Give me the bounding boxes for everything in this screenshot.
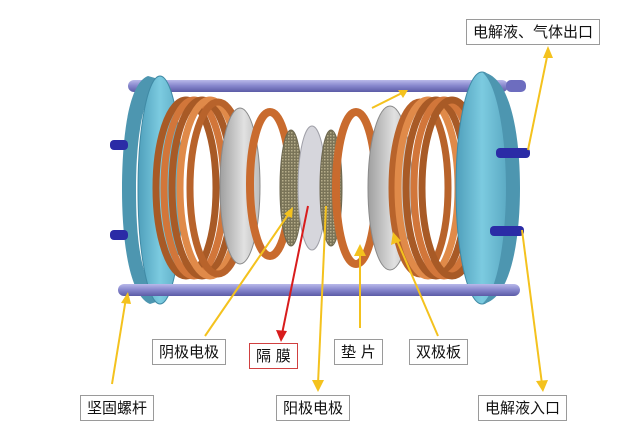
inlet-port [490, 226, 524, 236]
anode-label: 阳极电极 [276, 395, 351, 421]
diaphragm-arrow [276, 330, 287, 342]
top-rod [128, 80, 508, 92]
diaphragm-label: 隔 膜 [249, 343, 298, 369]
cathode-label: 阴极电极 [152, 339, 227, 365]
bolt-arrow [121, 292, 131, 304]
gasket-arrow [354, 244, 366, 256]
anode-arrow [312, 380, 324, 392]
leader-lines [111, 46, 553, 392]
right-end-plate [482, 72, 520, 304]
bottom-rod [118, 284, 520, 296]
cathode-arrow [284, 207, 293, 218]
anode-leader [317, 205, 327, 385]
inlet-label: 电解液入口 [478, 395, 568, 421]
rod-pointer-leader [371, 91, 405, 109]
rod-pointer-arrow [398, 90, 408, 98]
gasket-label: 垫 片 [334, 339, 383, 365]
bolt-label: 坚固螺杆 [80, 395, 155, 421]
top-rod-end [506, 80, 526, 92]
cathode-leader [204, 211, 291, 337]
inlet-arrow [536, 380, 548, 392]
bipolar-leader [395, 237, 439, 337]
bipolar-plate-label: 双极板 [409, 339, 469, 365]
bolt-head [110, 230, 128, 240]
diaphragm-leader [281, 205, 309, 335]
outlet-arrow [543, 46, 553, 58]
left-end-plate [122, 76, 162, 304]
outlet-leader [527, 51, 549, 151]
bipolar-arrow [391, 232, 401, 245]
bolt-head [110, 140, 128, 150]
inlet-leader [521, 229, 543, 385]
outlet-port [496, 148, 530, 158]
bolt-leader [111, 297, 127, 385]
outlet-label: 电解液、气体出口 [466, 19, 601, 45]
